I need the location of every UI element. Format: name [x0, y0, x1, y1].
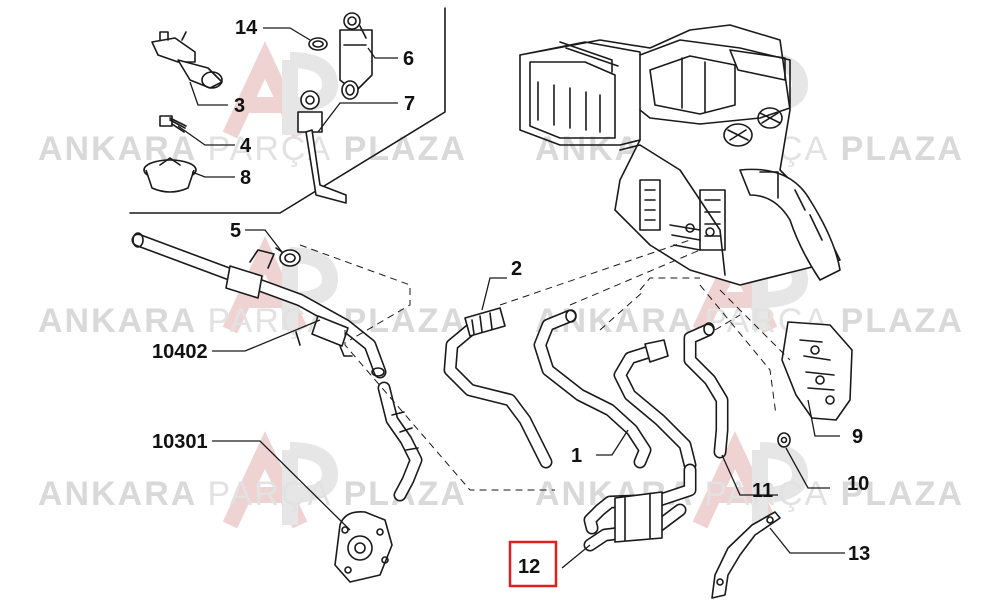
part-4-bolt[interactable]	[159, 115, 187, 133]
leader-lines	[177, 27, 845, 569]
watermark-text: ANKARA PARÇA PLAZA	[535, 302, 964, 340]
part-12-pipe[interactable]	[583, 463, 697, 552]
part-1-hose[interactable]	[533, 309, 652, 469]
part-14-clamp[interactable]	[308, 37, 328, 51]
pump-housing[interactable]	[334, 510, 393, 583]
part-10301-hose[interactable]	[377, 381, 423, 502]
callout-labels: 14 6 3 7 4 8 5 10402 10301 2 1 9 10 11 1…	[152, 17, 870, 588]
part-9-gasket[interactable]	[781, 321, 853, 421]
part-10-nut[interactable]	[777, 432, 791, 448]
assembly-dash-lines	[299, 239, 791, 491]
part-13-bracket[interactable]	[711, 511, 781, 599]
part-6-bracket[interactable]	[339, 12, 373, 100]
callout-6[interactable]: 6	[403, 48, 414, 70]
highlight-box	[508, 540, 558, 588]
watermark-logo	[222, 431, 339, 529]
watermark-text: ANKARA PARÇA PLAZA	[38, 130, 467, 168]
part-upper-hose[interactable]	[613, 339, 697, 472]
callout-13[interactable]: 13	[848, 543, 870, 565]
callout-8[interactable]: 8	[240, 167, 251, 189]
callout-14[interactable]: 14	[235, 17, 258, 39]
callout-7[interactable]: 7	[404, 93, 415, 115]
part-10402-pipe[interactable]	[131, 232, 387, 379]
watermark-text: ANKARA PARÇA PLAZA	[38, 302, 467, 340]
part-3-clip[interactable]	[151, 31, 223, 89]
callout-10402[interactable]: 10402	[152, 341, 208, 363]
callout-11[interactable]: 11	[752, 480, 773, 502]
part-8-cap[interactable]	[143, 157, 197, 193]
part-5-clamp[interactable]	[275, 247, 301, 267]
inset-frame	[129, 7, 446, 214]
watermark-layer: ANKARA PARÇA PLAZA ANKARA PARÇA PLAZA AN…	[38, 41, 964, 529]
callout-10[interactable]: 10	[847, 473, 869, 495]
part-7-bracket[interactable]	[297, 90, 347, 204]
part-11-hose[interactable]	[683, 322, 729, 459]
callout-5[interactable]: 5	[230, 220, 241, 242]
callout-2[interactable]: 2	[511, 258, 522, 280]
callout-10301[interactable]: 10301	[152, 431, 208, 453]
part-2-hose[interactable]	[443, 307, 553, 469]
heater-housing[interactable]	[519, 24, 841, 286]
callout-3[interactable]: 3	[234, 95, 245, 117]
callout-12[interactable]: 12	[518, 556, 540, 578]
callout-1[interactable]: 1	[571, 445, 582, 467]
watermark-text: ANKARA PARÇA PLAZA	[38, 475, 467, 513]
callout-4[interactable]: 4	[240, 135, 252, 157]
callout-9[interactable]: 9	[852, 426, 863, 448]
